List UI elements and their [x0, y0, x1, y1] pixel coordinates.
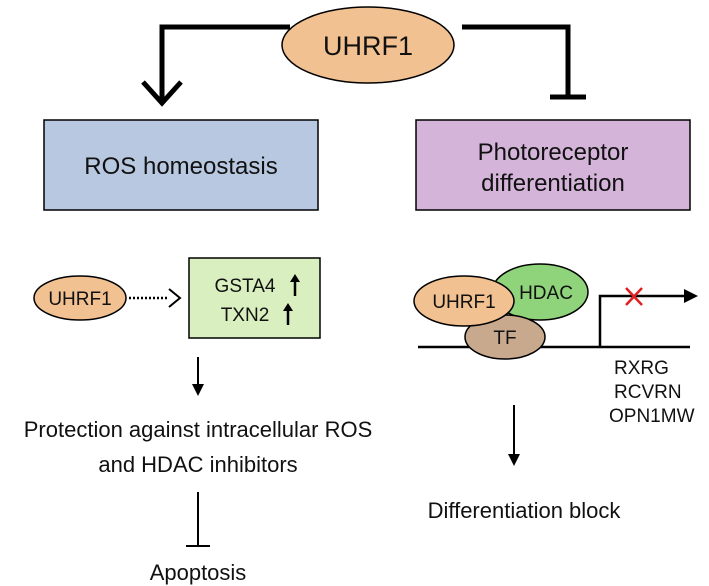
- protection-label-line2: and HDAC inhibitors: [98, 452, 297, 477]
- photoreceptor-label-line1: Photoreceptor: [478, 139, 629, 166]
- hdac-label: HDAC: [519, 283, 573, 304]
- photoreceptor-label-line2: differentiation: [481, 170, 625, 197]
- differentiation-block-label: Differentiation block: [428, 498, 622, 523]
- transcription-arrowhead: [684, 289, 698, 303]
- txn2-label: TXN2: [221, 305, 270, 326]
- photoreceptor-box: [415, 119, 691, 211]
- gsta4-label: GSTA4: [215, 276, 276, 297]
- arrow-to-protection-head: [192, 384, 204, 396]
- tf-label: TF: [493, 328, 516, 349]
- inhibition-line-to-photoreceptor: [462, 24, 571, 95]
- gene-box: [188, 257, 321, 339]
- uhrf1-main-node: [281, 6, 455, 84]
- gene-rxrg-label: RXRG: [614, 358, 669, 379]
- activation-arrowhead: [141, 80, 183, 107]
- upregulation-arrowhead: [168, 288, 182, 308]
- transcription-start-arrow: [598, 294, 688, 347]
- ros-homeostasis-label: ROS homeostasis: [84, 153, 277, 180]
- uhrf1-right-label: UHRF1: [432, 292, 495, 313]
- apoptosis-label: Apoptosis: [150, 560, 247, 585]
- ros-homeostasis-box: [43, 119, 319, 211]
- uhrf1-main-label: UHRF1: [323, 31, 413, 61]
- uhrf1-left-label: UHRF1: [48, 289, 111, 310]
- gene-opn1mw-label: OPN1MW: [609, 406, 695, 427]
- protection-label-line1: Protection against intracellular ROS: [24, 417, 373, 442]
- uhrf1-right-node: [413, 275, 515, 327]
- arrow-to-differentiation-block-head: [508, 454, 520, 466]
- gsta4-up-arrow-icon: [290, 274, 300, 296]
- gene-rcvrn-label: RCVRN: [614, 382, 682, 403]
- activation-arrow-to-ros: [159, 24, 290, 103]
- txn2-up-arrow-icon: [283, 303, 293, 325]
- uhrf1-left-node: [33, 275, 127, 321]
- block-x-icon: [625, 287, 643, 306]
